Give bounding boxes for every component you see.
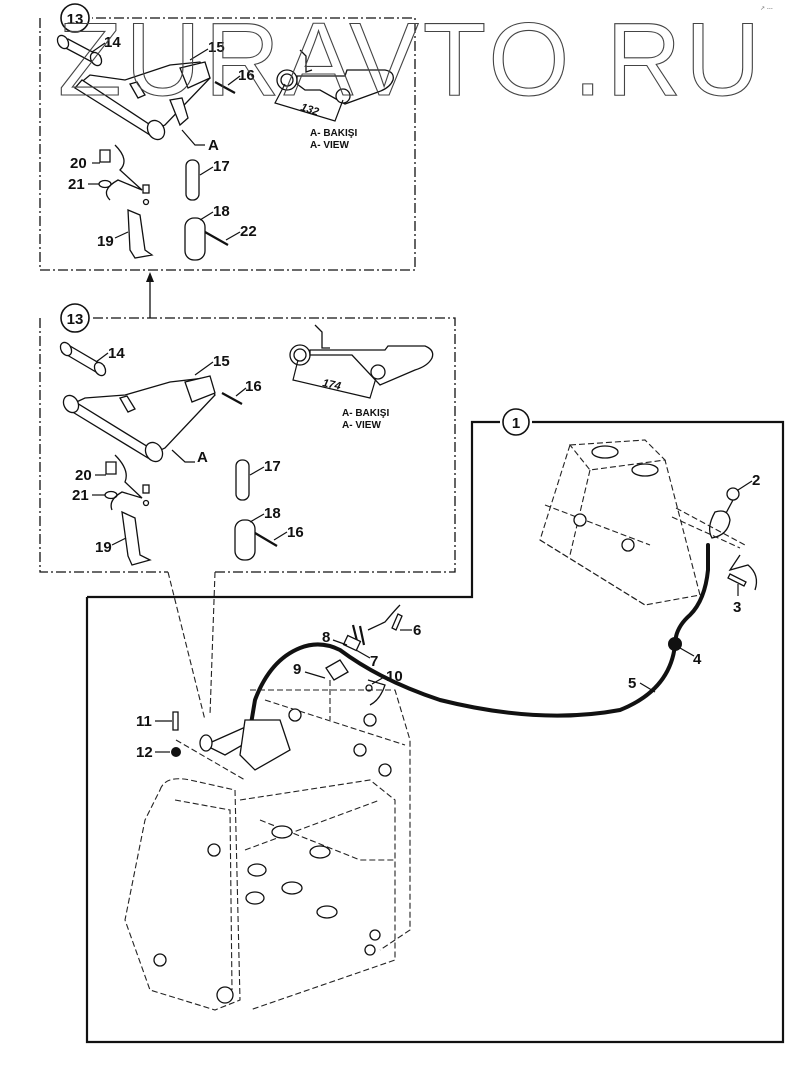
- part-18-sleeve-mid: [234, 519, 256, 561]
- label-4: 4: [693, 651, 702, 668]
- label-19-mid: 19: [95, 539, 112, 556]
- part-6-bolt: [391, 613, 403, 631]
- label-16-mid-b: 16: [287, 524, 304, 541]
- label-19-top: 19: [97, 233, 114, 250]
- part-4-grommet: [668, 637, 682, 651]
- view-caption-tr-top: A- BAKIŞI: [310, 128, 357, 139]
- part-20-screw-mid: [105, 461, 117, 475]
- label-18-mid: 18: [264, 505, 281, 522]
- label-9: 9: [293, 661, 301, 678]
- arrow-up-icon: [146, 272, 154, 282]
- part-16-pin-top: [214, 81, 236, 94]
- label-3: 3: [733, 599, 741, 616]
- projection-line-right: [209, 571, 216, 716]
- corner-mark: ↗ ---: [760, 6, 773, 12]
- label-2: 2: [752, 472, 760, 489]
- group-13-top: 13 14 15 16 A: [39, 3, 416, 271]
- part-22-pin: [204, 231, 229, 246]
- part-16-pin-mid-b: [254, 532, 278, 547]
- label-16-mid-a: 16: [245, 378, 262, 395]
- hitch-assembly: [124, 689, 411, 1011]
- callout-13-mid-label: 13: [67, 311, 84, 328]
- part-17-link-mid: [235, 459, 250, 501]
- projection-line-left: [167, 571, 206, 721]
- main-frame-top: [87, 420, 500, 599]
- view-arrow-a-mid: [171, 449, 195, 463]
- cable-clamp-assembly: [325, 604, 401, 720]
- label-15-top: 15: [208, 39, 225, 56]
- label-15-mid: 15: [213, 353, 230, 370]
- part-2-lever: [671, 487, 746, 549]
- part-14-pin: [56, 34, 103, 67]
- label-21-mid: 21: [72, 487, 89, 504]
- label-21-top: 21: [68, 176, 85, 193]
- part-19-bracket-mid: [121, 510, 152, 566]
- label-17-mid: 17: [264, 458, 281, 475]
- part-3-pin: [727, 573, 747, 587]
- watermark: ZURAVTO.RU: [58, 2, 764, 118]
- label-10: 10: [386, 668, 403, 685]
- part-15-bracket-mid: [62, 375, 216, 463]
- dimension-174: 174: [321, 377, 341, 393]
- view-arrow-a-top: [181, 129, 205, 146]
- callout-1-label: 1: [512, 415, 520, 432]
- main-frame: [85, 420, 785, 1044]
- part-5-cable: [248, 543, 710, 732]
- callout-13-top-label: 13: [67, 11, 84, 28]
- callout-13-mid: [60, 303, 90, 333]
- part-20-screw-top: [99, 149, 111, 163]
- view-caption-en-top: A- VIEW: [310, 140, 349, 151]
- label-14-mid: 14: [108, 345, 125, 362]
- view-a-drawing-mid: 174: [289, 324, 434, 399]
- view-a-drawing-top: 132: [274, 49, 394, 122]
- label-16-top: 16: [238, 67, 255, 84]
- label-18-top: 18: [213, 203, 230, 220]
- callout-13-top: [60, 3, 90, 33]
- part-17-link-top: [185, 159, 200, 201]
- label-20-top: 20: [70, 155, 87, 172]
- view-caption-en-mid: A- VIEW: [342, 420, 381, 431]
- part-19-bracket-top: [127, 209, 154, 259]
- label-5: 5: [628, 675, 636, 692]
- part-15-bracket: [74, 61, 211, 141]
- part-16-pin-mid: [221, 392, 243, 405]
- label-22-top: 22: [240, 223, 257, 240]
- part-12-nut: [171, 747, 181, 757]
- label-a-mid: A: [197, 449, 208, 466]
- label-17-top: 17: [213, 158, 230, 175]
- label-12: 12: [136, 744, 153, 761]
- group-13-mid: 13 14 15 16 A 174: [39, 303, 456, 573]
- callout-1: [502, 408, 530, 436]
- view-caption-tr-mid: A- BAKIŞI: [342, 408, 389, 419]
- part-18-sleeve-top: [184, 217, 206, 261]
- part-14-pin-mid: [59, 341, 107, 377]
- label-8: 8: [322, 629, 330, 646]
- label-20-mid: 20: [75, 467, 92, 484]
- label-11: 11: [136, 713, 152, 730]
- console-housing: [539, 439, 701, 606]
- label-a-top: A: [208, 137, 219, 154]
- dimension-132: 132: [299, 101, 320, 118]
- group-13-top-frame: [39, 17, 416, 271]
- label-7: 7: [370, 653, 378, 670]
- label-14-top: 14: [104, 34, 121, 51]
- part-11-bolt: [172, 711, 179, 731]
- label-6: 6: [413, 622, 421, 639]
